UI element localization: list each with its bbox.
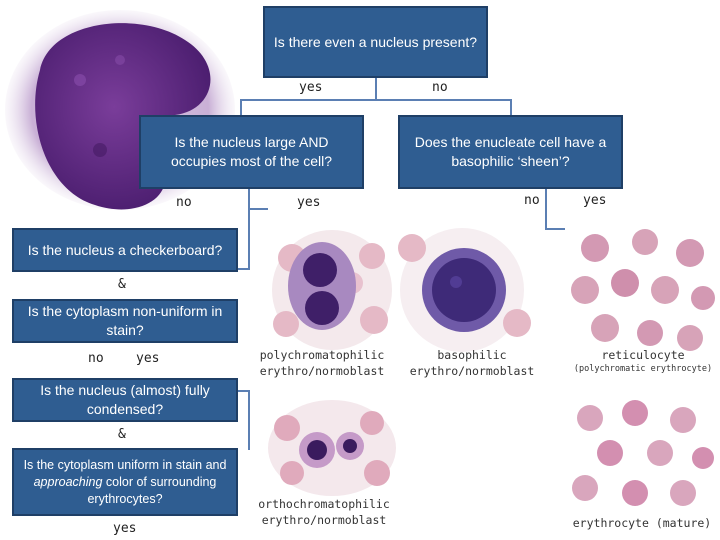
connector: [238, 390, 250, 392]
connector: [545, 228, 565, 230]
question-cytoplasm-nonuniform: Is the cytoplasm non-uniform in stain?: [12, 299, 238, 343]
connector: [238, 268, 250, 270]
connector: [248, 208, 268, 210]
caption-reticulocyte: reticulocyte (polychromatic erythrocyte): [573, 348, 713, 374]
connector: [240, 99, 242, 117]
connector: [375, 78, 377, 100]
question-checkerboard: Is the nucleus a checkerboard?: [12, 228, 238, 272]
question-nucleus-present: Is there even a nucleus present?: [263, 6, 488, 78]
branch-label-yes: yes: [136, 351, 160, 366]
connector: [240, 99, 512, 101]
polychromatophilic-image: [272, 230, 392, 350]
question-text: Is the cytoplasm non-uniform in stain?: [27, 303, 223, 338]
connector: [248, 390, 250, 450]
branch-label-no: no: [88, 351, 104, 366]
caption-erythrocyte: erythrocyte (mature): [572, 516, 712, 530]
branch-label-yes: yes: [113, 521, 137, 536]
question-nucleus-condensed: Is the nucleus (almost) fully condensed?: [12, 378, 238, 422]
question-nucleus-large: Is the nucleus large AND occupies most o…: [139, 115, 364, 189]
branch-label-no: no: [176, 195, 192, 210]
branch-label-no: no: [432, 80, 448, 95]
connector: [545, 185, 547, 230]
question-text: Is the nucleus a checkerboard?: [27, 241, 223, 258]
erythrocyte-image: [565, 398, 715, 513]
question-text: Is the nucleus (almost) fully condensed?: [40, 382, 210, 417]
question-text: Does the enucleate cell have a basophili…: [414, 134, 607, 169]
branch-label-yes: yes: [297, 195, 321, 210]
branch-label-no: no: [524, 193, 540, 208]
question-cytoplasm-uniform: Is the cytoplasm uniform in stain and ap…: [12, 448, 238, 516]
question-basophilic-sheen: Does the enucleate cell have a basophili…: [398, 115, 623, 189]
question-text: Is the nucleus large AND occupies most o…: [170, 134, 333, 169]
connector: [510, 99, 512, 117]
connector: [248, 188, 250, 268]
question-text: Is there even a nucleus present?: [273, 33, 478, 50]
ampersand: &: [118, 427, 126, 442]
caption-basophilic: basophilic erythro/normoblast: [409, 348, 535, 378]
caption-orthochromatophilic: orthochromatophilic erythro/normoblast: [258, 497, 390, 527]
reticulocyte-image: [565, 228, 715, 353]
question-text: Is the cytoplasm uniform in stain and ap…: [23, 457, 227, 506]
ampersand: &: [118, 277, 126, 292]
orthochromatophilic-image: [268, 400, 396, 496]
basophilic-image: [398, 228, 531, 352]
branch-label-yes: yes: [583, 193, 607, 208]
caption-polychromatophilic: polychromatophilic erythro/normoblast: [259, 348, 385, 378]
branch-label-yes: yes: [299, 80, 323, 95]
